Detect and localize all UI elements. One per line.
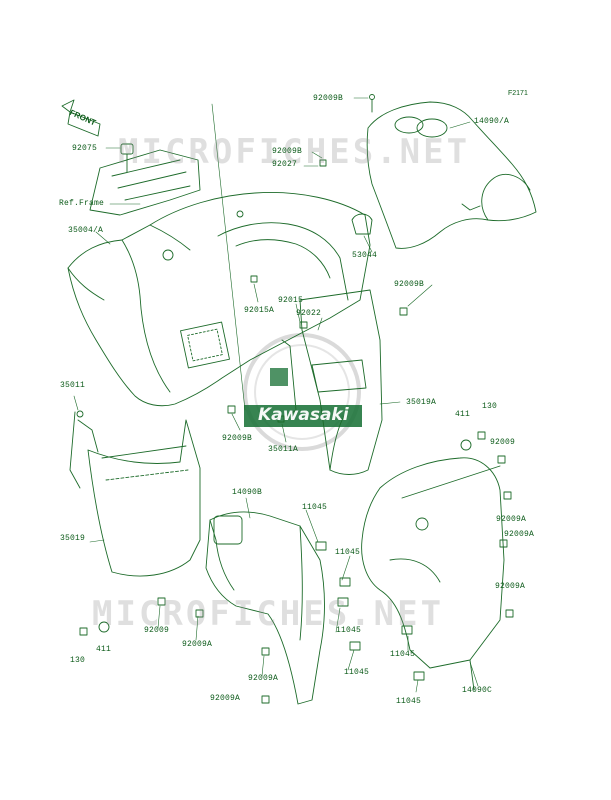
- clip-35011: [69, 411, 99, 489]
- label-11045-f: 11045: [396, 697, 422, 706]
- front-fender-35004A: [67, 192, 371, 407]
- label-411-right: 411: [455, 410, 471, 419]
- clip-35011A: [281, 339, 297, 417]
- label-92009A-bot2: 92009A: [210, 694, 241, 703]
- label-35011: 35011: [60, 381, 86, 390]
- figure-code: F2171: [508, 90, 528, 97]
- label-92027: 92027: [272, 160, 298, 169]
- label-35004A: 35004/A: [68, 226, 104, 235]
- clip-11045c: [337, 597, 349, 607]
- cover-14090A: [366, 101, 537, 249]
- label-92009B-low: 92009B: [222, 434, 253, 443]
- guard-14090C: [361, 457, 505, 669]
- label-92009A-r1: 92009A: [496, 515, 527, 524]
- label-11045-e: 11045: [344, 668, 370, 677]
- label-35011A: 35011A: [268, 445, 299, 454]
- label-92009A-r3: 92009A: [495, 582, 526, 591]
- label-92009B-right: 92009B: [394, 280, 425, 289]
- clip-11045f: [413, 671, 425, 681]
- kawasaki-watermark-logo: [243, 333, 362, 451]
- mud-flap-35019A: [299, 289, 383, 475]
- label-14090B: 14090B: [232, 488, 263, 497]
- label-92015: 92015: [278, 296, 304, 305]
- label-14090C: 14090C: [462, 686, 493, 695]
- clip-11045d: [349, 641, 361, 651]
- label-35019A: 35019A: [406, 398, 437, 407]
- label-11045-a: 11045: [302, 503, 328, 512]
- label-92009A-r2: 92009A: [504, 530, 535, 539]
- label-53044: 53044: [352, 251, 378, 260]
- label-92075: 92075: [72, 144, 98, 153]
- label-92009-left: 92009: [144, 626, 170, 635]
- frame: [89, 149, 201, 216]
- bracket-53044: [351, 213, 373, 235]
- guard-14090B: [205, 511, 325, 705]
- clip-11045a: [315, 541, 327, 551]
- bolts: [79, 159, 514, 704]
- watermark-bottom: MICROFICHES.NET: [92, 594, 445, 634]
- watermark-top: MICROFICHES.NET: [118, 132, 471, 172]
- label-11045-b: 11045: [335, 548, 361, 557]
- label-92009A-bot1: 92009A: [248, 674, 279, 683]
- label-92015A: 92015A: [244, 306, 275, 315]
- label-92009A-left: 92009A: [182, 640, 213, 649]
- label-ref-frame: Ref.Frame: [59, 199, 105, 208]
- label-11045-c: 11045: [336, 626, 362, 635]
- label-130-left: 130: [70, 656, 86, 665]
- front-arrow-icon: [61, 99, 101, 137]
- label-11045-d: 11045: [390, 650, 416, 659]
- fender-vent: [180, 321, 230, 369]
- leader-lines: [73, 97, 479, 693]
- label-130-right: 130: [482, 402, 498, 411]
- label-92009B-top: 92009B: [313, 94, 344, 103]
- label-92009B-mid: 92009B: [272, 147, 303, 156]
- label-411-left: 411: [96, 645, 112, 654]
- clip-11045b: [339, 577, 351, 587]
- mud-flap-35019: [87, 419, 201, 577]
- label-14090A: 14090/A: [474, 117, 510, 126]
- clip-11045e: [401, 625, 413, 635]
- label-92022: 92022: [296, 309, 322, 318]
- label-35019: 35019: [60, 534, 86, 543]
- label-92009-right: 92009: [490, 438, 516, 447]
- watermark-brand: Kawasaki: [258, 405, 349, 425]
